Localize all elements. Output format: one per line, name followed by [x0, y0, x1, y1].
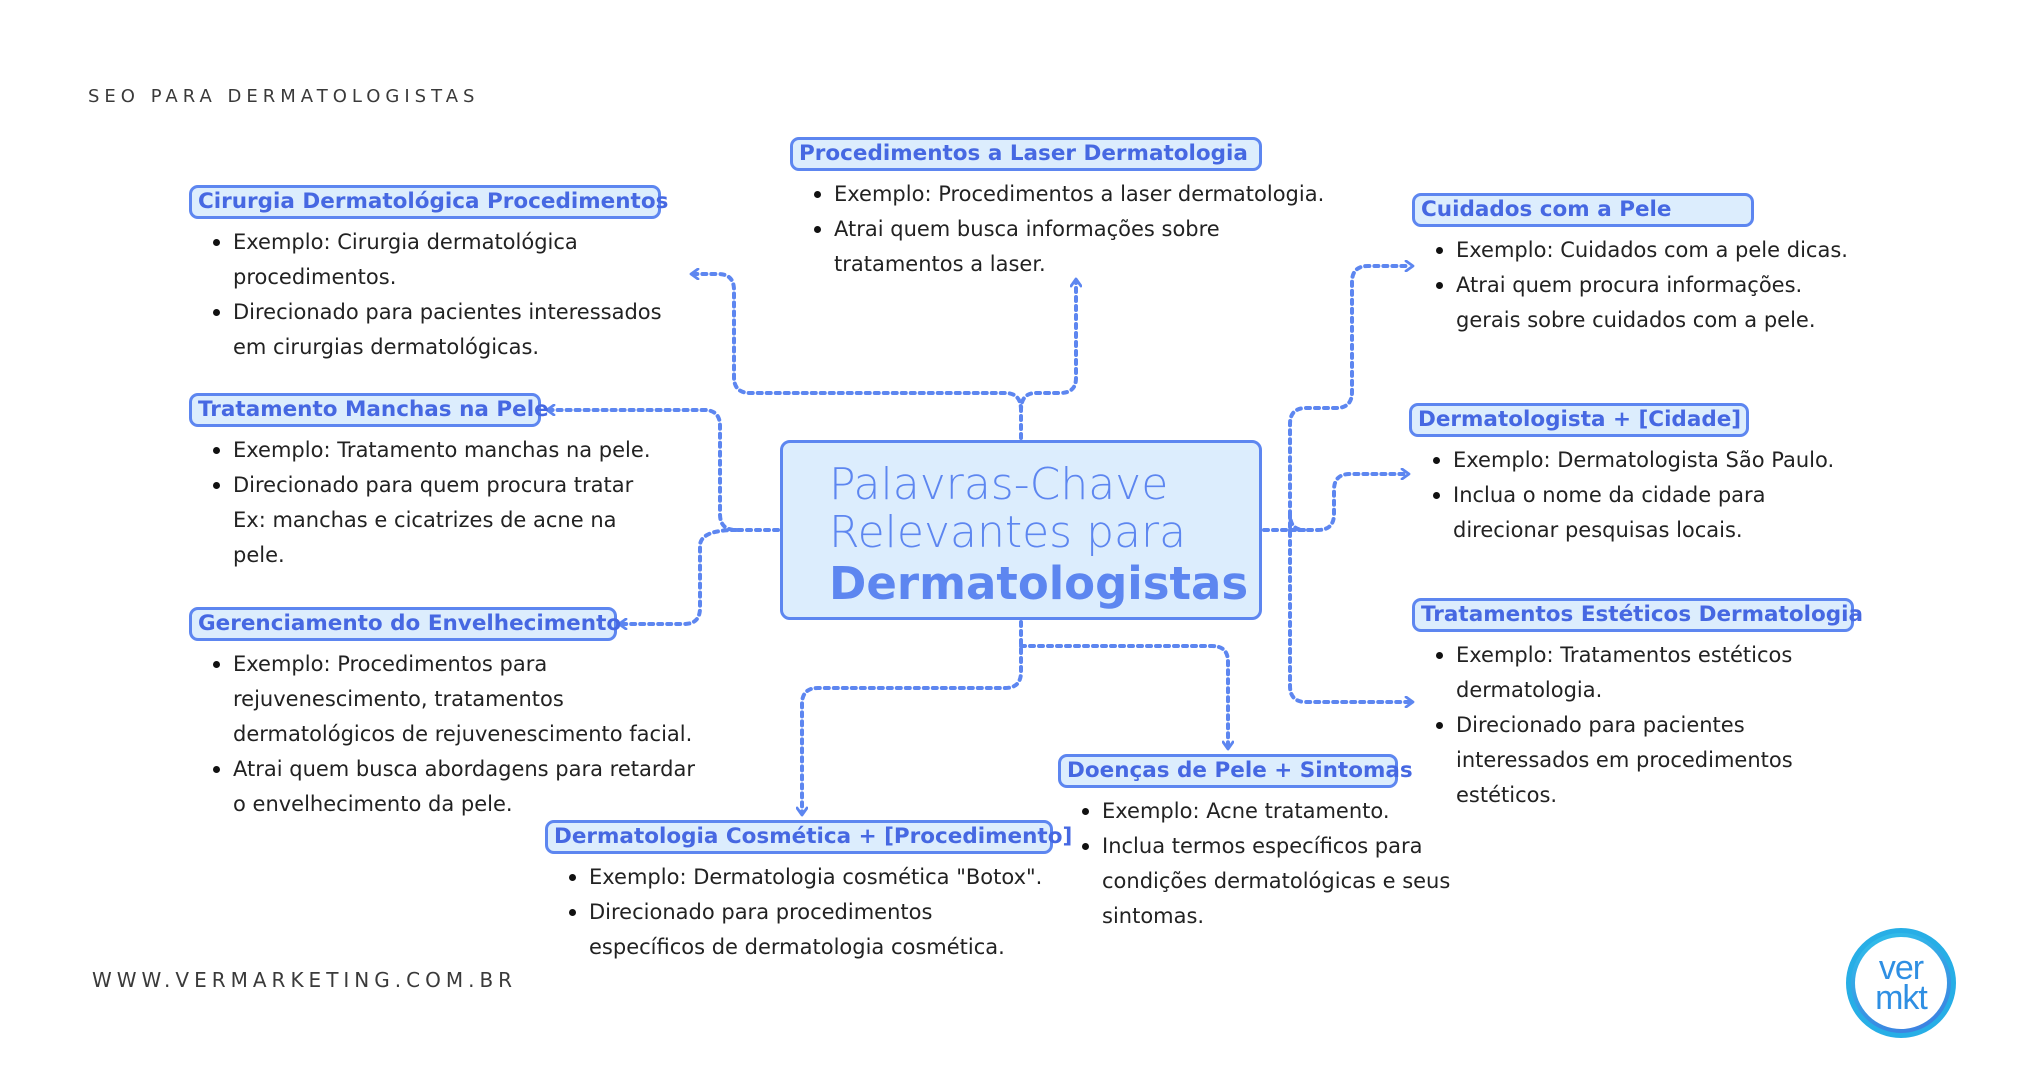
- node-doencas-bullets: Exemplo: Acne tratamento. Inclua termos …: [1058, 794, 1450, 934]
- node-cosmetica: Dermatologia Cosmética + [Procedimento] …: [545, 820, 1072, 965]
- list-item: Exemplo: Tratamentos estéticos dermatolo…: [1436, 638, 1854, 708]
- list-item: Direcionado para pacientes interessados …: [1436, 708, 1854, 813]
- logo-inner: ver mkt: [1855, 937, 1947, 1029]
- node-laser-bullets: Exemplo: Procedimentos a laser dermatolo…: [790, 177, 1324, 282]
- node-esteticos: Tratamentos Estéticos Dermatologia Exemp…: [1412, 598, 1863, 813]
- node-cidade-title: Dermatologista + [Cidade]: [1409, 403, 1749, 437]
- node-cidade-bullets: Exemplo: Dermatologista São Paulo. Inclu…: [1409, 443, 1834, 548]
- logo-line2: mkt: [1875, 979, 1928, 1017]
- node-cuidados-bullets: Exemplo: Cuidados com a pele dicas. Atra…: [1412, 233, 1848, 338]
- footer-website-url: WWW.VERMARKETING.COM.BR: [92, 968, 518, 992]
- node-manchas-title: Tratamento Manchas na Pele: [189, 393, 549, 427]
- connector-manchas: [550, 410, 780, 532]
- page-header-title: SEO PARA DERMATOLOGISTAS: [88, 86, 480, 107]
- vermkt-logo: ver mkt: [1846, 928, 1956, 1038]
- node-esteticos-bullets: Exemplo: Tratamentos estéticos dermatolo…: [1412, 638, 1854, 813]
- node-envelhecimento-bullets: Exemplo: Procedimentos para rejuvenescim…: [189, 647, 695, 822]
- node-laser: Procedimentos a Laser Dermatologia Exemp…: [790, 137, 1324, 282]
- node-cidade: Dermatologista + [Cidade] Exemplo: Derma…: [1409, 403, 1834, 548]
- node-manchas: Tratamento Manchas na Pele Exemplo: Trat…: [189, 393, 651, 573]
- list-item: Atrai quem busca informações sobre trata…: [813, 212, 1324, 282]
- list-item: Direcionado para procedimentos específic…: [569, 895, 1053, 965]
- list-item: Exemplo: Acne tratamento.: [1081, 794, 1450, 829]
- node-cuidados: Cuidados com a Pele Exemplo: Cuidados co…: [1412, 193, 1848, 338]
- node-cirurgia-title: Cirurgia Dermatológica Procedimentos: [189, 185, 668, 219]
- connector-cirurgia: [694, 274, 1023, 412]
- list-item: Exemplo: Tratamento manchas na pele.: [213, 433, 651, 468]
- node-cuidados-title: Cuidados com a Pele: [1412, 193, 1754, 227]
- logo-line1: ver: [1878, 949, 1924, 987]
- list-item: Inclua termos específicos para condições…: [1081, 829, 1450, 934]
- node-cirurgia-bullets: Exemplo: Cirurgia dermatológica procedim…: [189, 225, 662, 365]
- node-envelhecimento-title: Gerenciamento do Envelhecimento: [189, 607, 621, 641]
- list-item: Direcionado para pacientes interessados …: [213, 295, 662, 365]
- node-cosmetica-title: Dermatologia Cosmética + [Procedimento]: [545, 820, 1072, 854]
- central-topic: Palavras-Chave Relevantes para Dermatolo…: [780, 440, 1262, 620]
- node-cirurgia: Cirurgia Dermatológica Procedimentos Exe…: [189, 185, 668, 365]
- node-laser-title: Procedimentos a Laser Dermatologia: [790, 137, 1262, 171]
- node-manchas-bullets: Exemplo: Tratamento manchas na pele. Dir…: [189, 433, 651, 573]
- list-item: Exemplo: Procedimentos a laser dermatolo…: [813, 177, 1324, 212]
- connector-laser: [1019, 282, 1076, 440]
- connector-cidade: [1288, 474, 1406, 532]
- connector-envelhecimento: [622, 528, 738, 624]
- node-cosmetica-bullets: Exemplo: Dermatologia cosmética "Botox".…: [545, 860, 1053, 965]
- central-topic-line2: Relevantes para: [829, 507, 1187, 558]
- list-item: Atrai quem procura informações. gerais s…: [1436, 268, 1848, 338]
- list-item: Exemplo: Dermatologia cosmética "Botox".: [569, 860, 1053, 895]
- connector-cosmetica: [802, 620, 1023, 812]
- central-topic-line3: Dermatologistas: [829, 557, 1249, 610]
- list-item: Exemplo: Cuidados com a pele dicas.: [1436, 233, 1848, 268]
- list-item: Atrai quem busca abordagens para retarda…: [213, 752, 695, 822]
- list-item: Exemplo: Dermatologista São Paulo.: [1432, 443, 1834, 478]
- node-envelhecimento: Gerenciamento do Envelhecimento Exemplo:…: [189, 607, 695, 822]
- connector-esteticos: [1288, 512, 1410, 702]
- node-doencas-title: Doenças de Pele + Sintomas: [1058, 754, 1413, 788]
- list-item: Direcionado para quem procura tratar Ex:…: [213, 468, 651, 573]
- node-esteticos-title: Tratamentos Estéticos Dermatologia: [1412, 598, 1863, 632]
- list-item: Inclua o nome da cidade para direcionar …: [1432, 478, 1834, 548]
- connector-doencas: [1019, 644, 1228, 746]
- node-doencas: Doenças de Pele + Sintomas Exemplo: Acne…: [1058, 754, 1450, 934]
- list-item: Exemplo: Procedimentos para rejuvenescim…: [213, 647, 695, 752]
- connector-cuidados: [1262, 266, 1410, 532]
- central-topic-line1: Palavras-Chave: [829, 459, 1169, 510]
- list-item: Exemplo: Cirurgia dermatológica procedim…: [213, 225, 662, 295]
